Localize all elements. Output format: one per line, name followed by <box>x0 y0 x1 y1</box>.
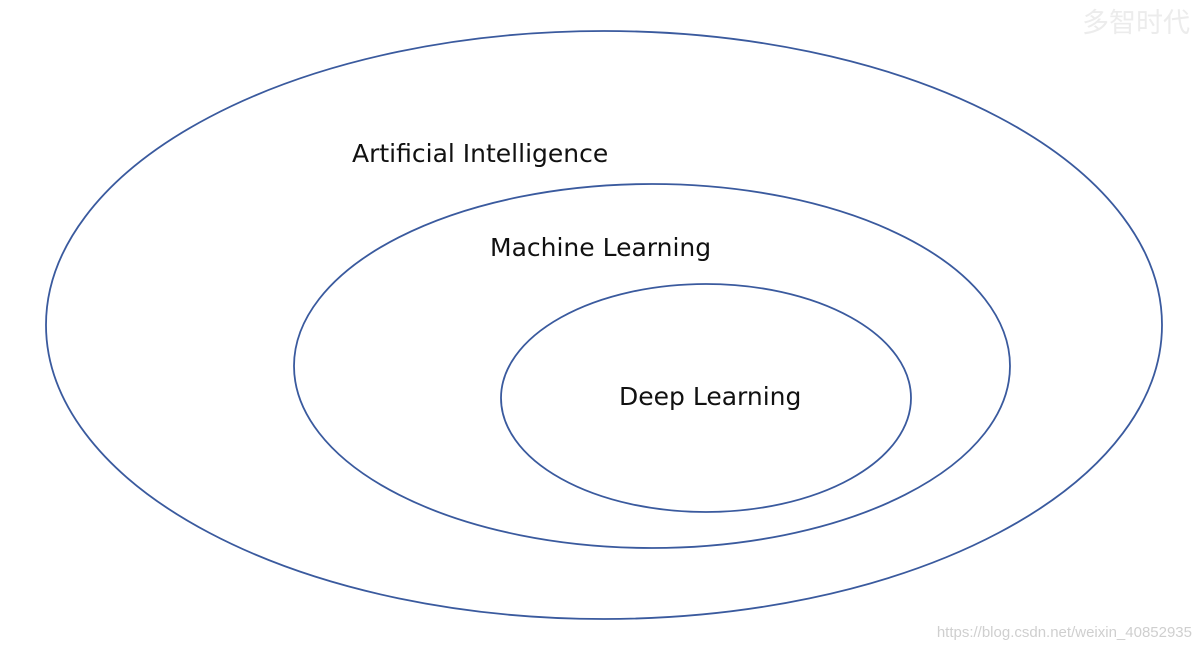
artificial-intelligence-label: Artificial Intelligence <box>352 139 608 168</box>
machine-learning-ellipse <box>293 183 1011 549</box>
artificial-intelligence-ellipse <box>45 30 1163 620</box>
watermark-bottom-right: https://blog.csdn.net/weixin_40852935 <box>937 624 1192 641</box>
machine-learning-label: Machine Learning <box>490 233 711 262</box>
deep-learning-label: Deep Learning <box>619 382 801 411</box>
watermark-top-right: 多智时代 <box>1082 8 1190 39</box>
deep-learning-ellipse <box>500 283 912 513</box>
